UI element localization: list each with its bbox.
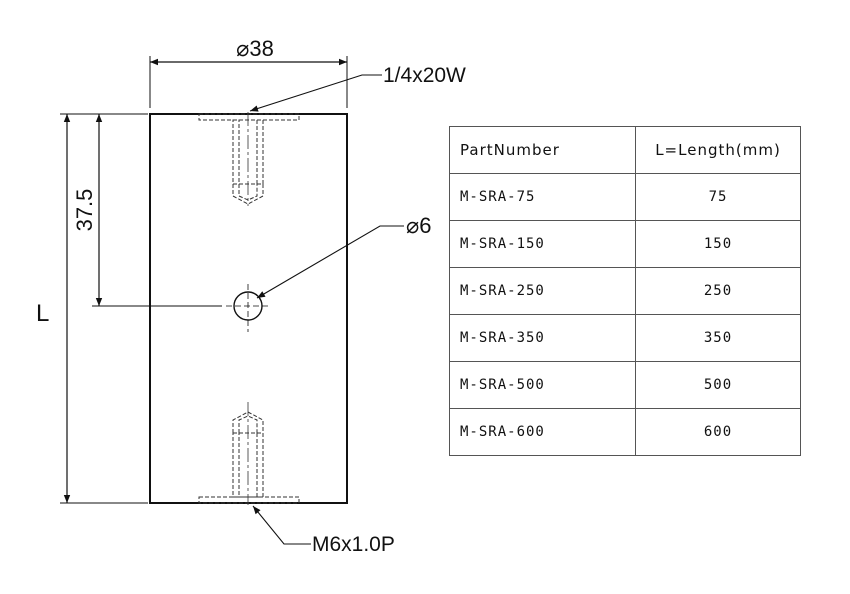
part-number-cell: M-SRA-75	[449, 173, 636, 221]
bottom-thread-leader: M6x1.0P	[252, 505, 395, 556]
length-cell: 350	[635, 314, 801, 362]
center-hole	[226, 284, 270, 332]
part-length-table: PartNumber L=Length(mm) M-SRA-75 75 M-SR…	[449, 126, 801, 456]
length-cell: 150	[635, 220, 801, 268]
diameter-label: ⌀38	[236, 36, 274, 61]
length-cell: 600	[635, 408, 801, 456]
diameter-dimension: ⌀38	[149, 36, 348, 108]
table-row: M-SRA-600 600	[449, 408, 801, 456]
length-cell: 500	[635, 361, 801, 409]
part-number-cell: M-SRA-600	[449, 408, 636, 456]
table-row: M-SRA-150 150	[449, 220, 801, 268]
top-thread-label: 1/4x20W	[383, 64, 466, 87]
length-cell: 75	[635, 173, 801, 221]
header-length: L=Length(mm)	[635, 126, 801, 174]
bottom-thread-label: M6x1.0P	[312, 533, 395, 556]
hole-label: ⌀6	[406, 213, 431, 238]
table-header-row: PartNumber L=Length(mm)	[449, 126, 801, 174]
rod-body	[149, 113, 348, 504]
offset-label: 37.5	[72, 189, 97, 232]
part-number-cell: M-SRA-150	[449, 220, 636, 268]
part-number-cell: M-SRA-500	[449, 361, 636, 409]
table-row: M-SRA-350 350	[449, 314, 801, 362]
table-row: M-SRA-75 75	[449, 173, 801, 221]
hole-leader: ⌀6	[256, 213, 431, 299]
header-part-number: PartNumber	[449, 126, 636, 174]
top-thread-hole	[198, 113, 300, 205]
bottom-thread-hole	[198, 411, 300, 504]
table-row: M-SRA-500 500	[449, 361, 801, 409]
length-label: L	[36, 300, 49, 327]
table-row: M-SRA-250 250	[449, 267, 801, 315]
length-cell: 250	[635, 267, 801, 315]
part-number-cell: M-SRA-350	[449, 314, 636, 362]
top-thread-leader: 1/4x20W	[249, 64, 466, 112]
offset-dimension: 37.5	[72, 113, 222, 307]
length-dimension: L	[36, 113, 148, 504]
part-number-cell: M-SRA-250	[449, 267, 636, 315]
